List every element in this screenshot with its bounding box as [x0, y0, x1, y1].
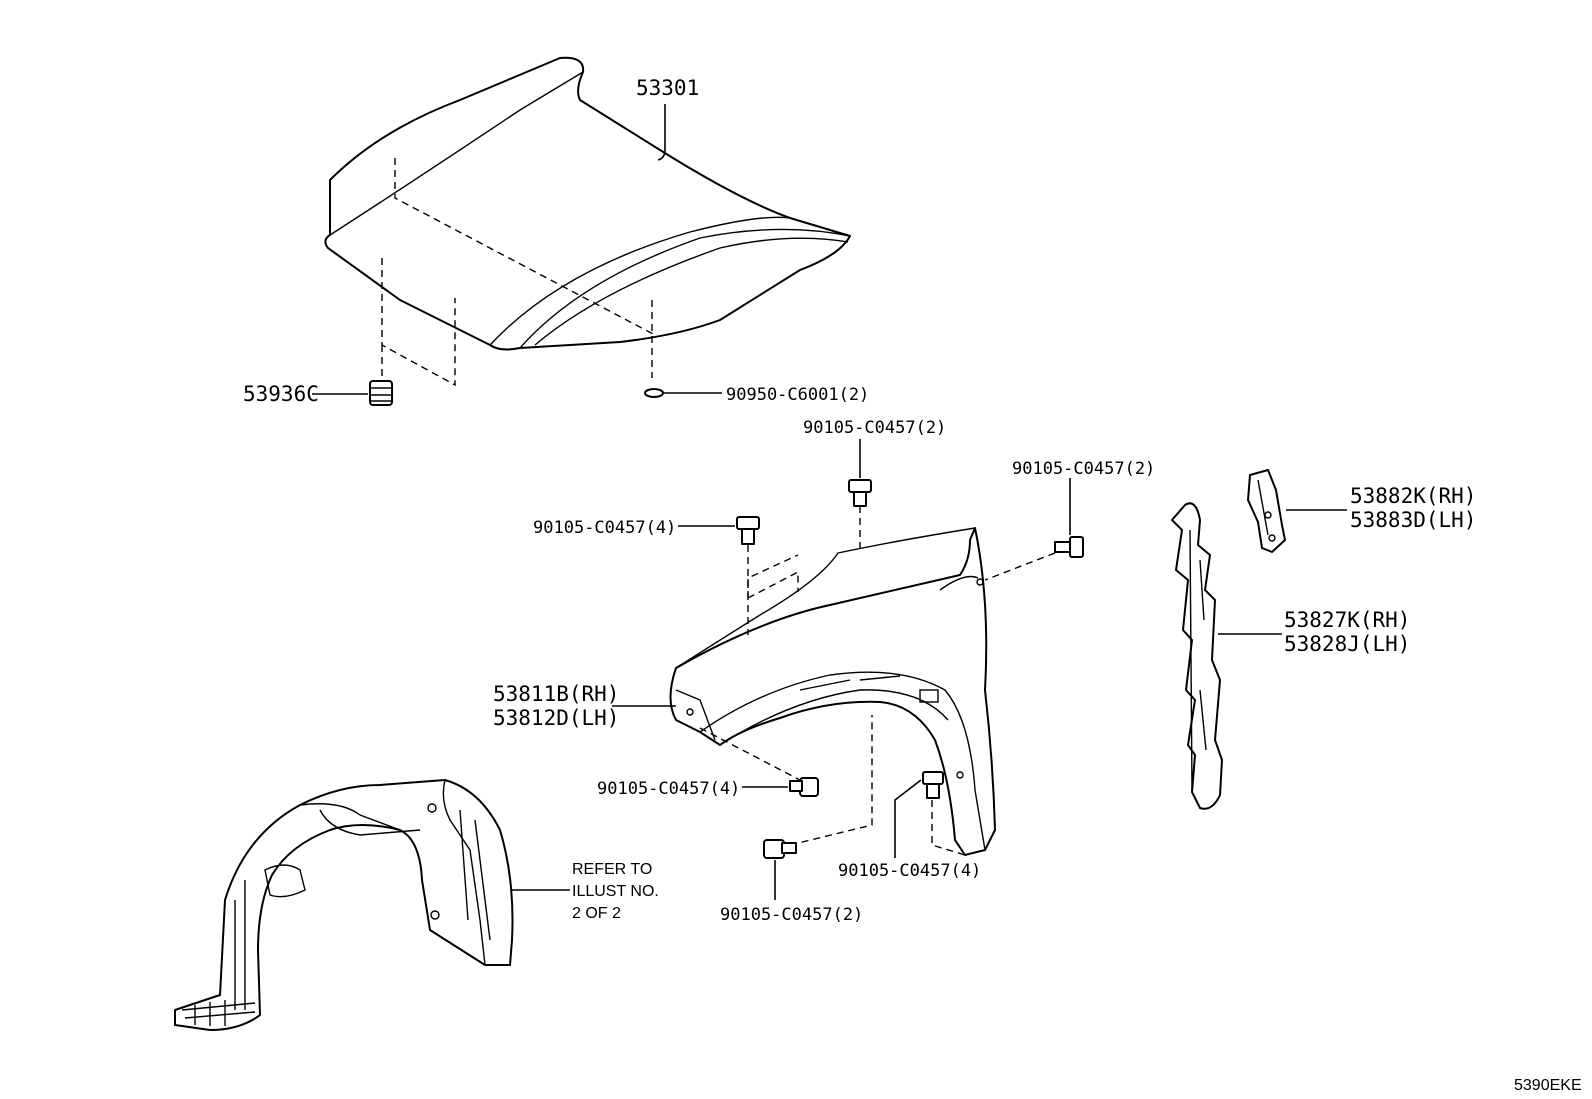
- label-bracket-lh: 53883D(LH): [1350, 508, 1476, 532]
- label-bolt-top: 90105-C0457(2): [803, 418, 946, 438]
- label-hood-cushion: 53936C: [243, 382, 319, 406]
- bolt-illustration-lower-mid: [922, 771, 944, 799]
- label-bolt-left: 90105-C0457(4): [533, 518, 676, 538]
- bolt-illustration-left: [736, 516, 760, 545]
- refer-note-line-2: ILLUST NO.: [572, 883, 659, 900]
- hood-cushion-illustration: [369, 380, 393, 406]
- label-hood-plug: 90950-C6001(2): [726, 385, 869, 405]
- label-bolt-lower-mid: 90105-C0457(4): [838, 861, 981, 881]
- refer-note-line-3: 2 OF 2: [572, 905, 621, 922]
- illustration-code: 5390EKE: [1514, 1077, 1582, 1094]
- label-bolt-bottom: 90105-C0457(2): [720, 905, 863, 925]
- fender-seal-illustration: [1171, 502, 1223, 810]
- hood-plug-illustration: [644, 388, 664, 398]
- label-seal-rh: 53827K(RH): [1284, 608, 1410, 632]
- bolt-illustration-bottom: [763, 839, 797, 859]
- hood-illustration: [324, 56, 851, 351]
- bolt-illustration-lower-left: [789, 777, 819, 797]
- label-bolt-lower-left: 90105-C0457(4): [597, 779, 740, 799]
- fender-bracket-illustration: [1247, 469, 1286, 553]
- label-seal-lh: 53828J(LH): [1284, 632, 1410, 656]
- bolt-illustration-top: [848, 479, 872, 507]
- label-fender-rh: 53811B(RH): [493, 682, 619, 706]
- label-bracket-rh: 53882K(RH): [1350, 484, 1476, 508]
- bolt-illustration-right: [1054, 536, 1084, 558]
- fender-illustration: [669, 527, 996, 856]
- label-hood: 53301: [636, 76, 699, 100]
- fender-liner-illustration: [174, 779, 514, 1031]
- refer-note-line-1: REFER TO: [572, 861, 652, 878]
- label-bolt-right: 90105-C0457(2): [1012, 459, 1155, 479]
- label-fender-lh: 53812D(LH): [493, 706, 619, 730]
